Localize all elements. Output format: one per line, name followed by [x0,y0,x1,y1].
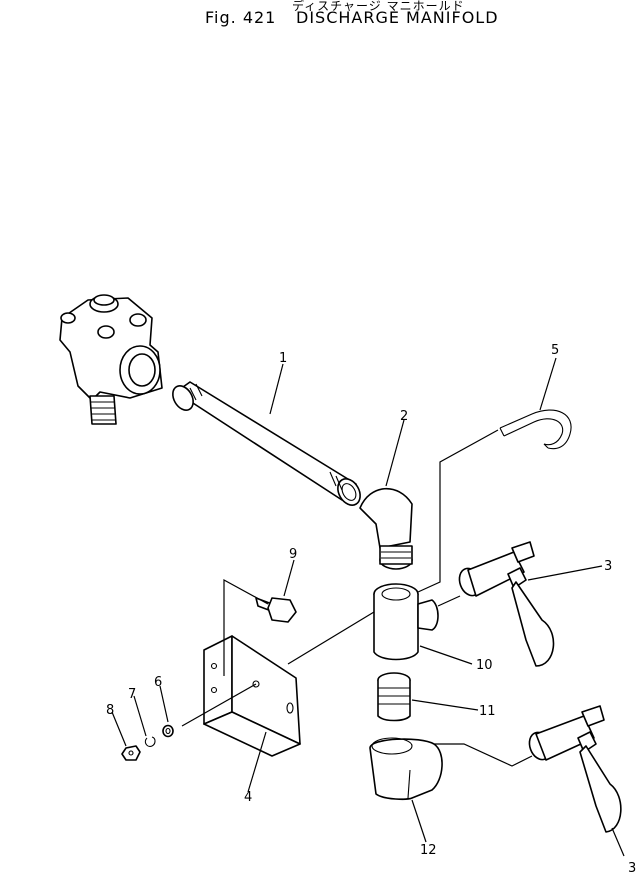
valve-body [59,294,163,425]
figure-title: DISCHARGE MANIFOLD [296,8,499,27]
bolt-part-9 [255,597,297,623]
callout-9: 9 [289,547,297,562]
assembly-lines [181,429,533,767]
ball-valve-part-3-upper [458,541,555,667]
u-bolt-part-5 [499,409,572,450]
lock-washer-part-7 [144,736,156,747]
callout-4: 4 [244,790,252,805]
tee-part-10 [373,583,439,661]
washer-part-6 [162,724,174,738]
callout-10: 10 [476,658,493,673]
figure-label: Fig. 421 [205,8,277,27]
elbow-part-2 [359,487,413,570]
ball-valve-part-3-lower [528,705,622,833]
callout-8: 8 [106,703,114,718]
bracket-part-4 [203,635,301,757]
elbow-part-12 [369,737,443,800]
callout-12: 12 [420,843,437,858]
pipe-part-1 [172,381,361,506]
callout-numbers: 1 2 3 3 4 5 6 7 8 9 10 11 12 [106,343,636,873]
callout-6: 6 [154,675,162,690]
callout-3-upper: 3 [604,559,612,574]
callout-3-lower: 3 [628,861,636,873]
callout-5: 5 [551,343,559,358]
callout-1: 1 [279,351,287,366]
nut-part-8 [121,745,141,761]
callout-11: 11 [479,704,496,719]
nipple-part-11 [377,672,411,722]
leader-lines [111,357,625,857]
callout-2: 2 [400,409,408,424]
japanese-title: ディスチャージ マニホールド [292,0,465,13]
callout-7: 7 [128,687,136,702]
